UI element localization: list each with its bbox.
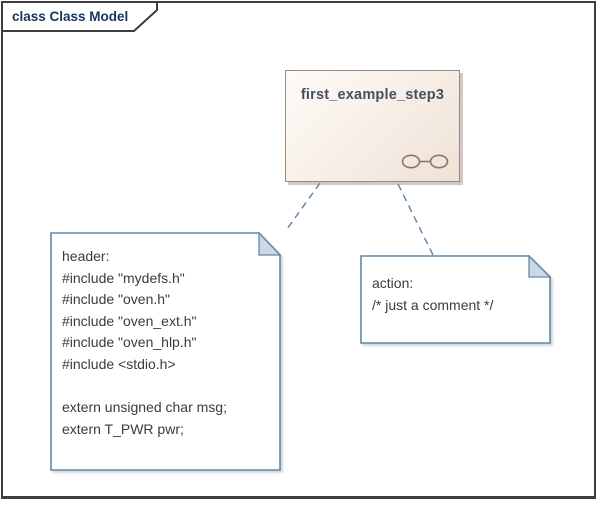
note-action-text: action: /* just a comment */ <box>372 273 543 316</box>
frame-tab-shape <box>1 1 158 32</box>
note-action-shape <box>360 255 551 344</box>
frame-tab-label: class Class Model <box>12 9 129 24</box>
note-line: #include "oven.h" <box>62 291 171 308</box>
note-header-text: header: #include "mydefs.h" #include "oven… <box>62 246 273 440</box>
class-element[interactable]: first_example_step3 <box>285 70 460 182</box>
note-action[interactable]: action: /* just a comment */ <box>360 255 551 344</box>
note-fold-corner <box>258 232 281 256</box>
note-line: header: <box>62 248 110 264</box>
note-line: extern T_PWR pwr; <box>62 420 184 437</box>
note-line: #include "mydefs.h" <box>62 269 185 286</box>
diagram-frame <box>1 1 596 499</box>
note-line: /* just a comment */ <box>372 296 494 313</box>
notelink-connector-action[interactable] <box>397 183 434 256</box>
note-line: action: <box>372 275 414 291</box>
note-header-shape <box>50 232 281 471</box>
note-line: #include "oven_hlp.h" <box>62 334 197 351</box>
note-header[interactable]: header: #include "mydefs.h" #include "oven… <box>50 232 281 471</box>
note-line: #include <stdio.h> <box>62 355 176 372</box>
note-line: #include "oven_ext.h" <box>62 312 197 329</box>
note-line: extern unsigned char msg; <box>62 399 227 416</box>
class-name-label: first_example_step3 <box>300 87 445 103</box>
spectacles-icon <box>401 154 449 169</box>
notelink-connector-header[interactable] <box>286 182 321 230</box>
note-line <box>62 376 273 398</box>
note-fold-corner <box>528 255 551 278</box>
diagram-frame-tab <box>1 1 158 32</box>
